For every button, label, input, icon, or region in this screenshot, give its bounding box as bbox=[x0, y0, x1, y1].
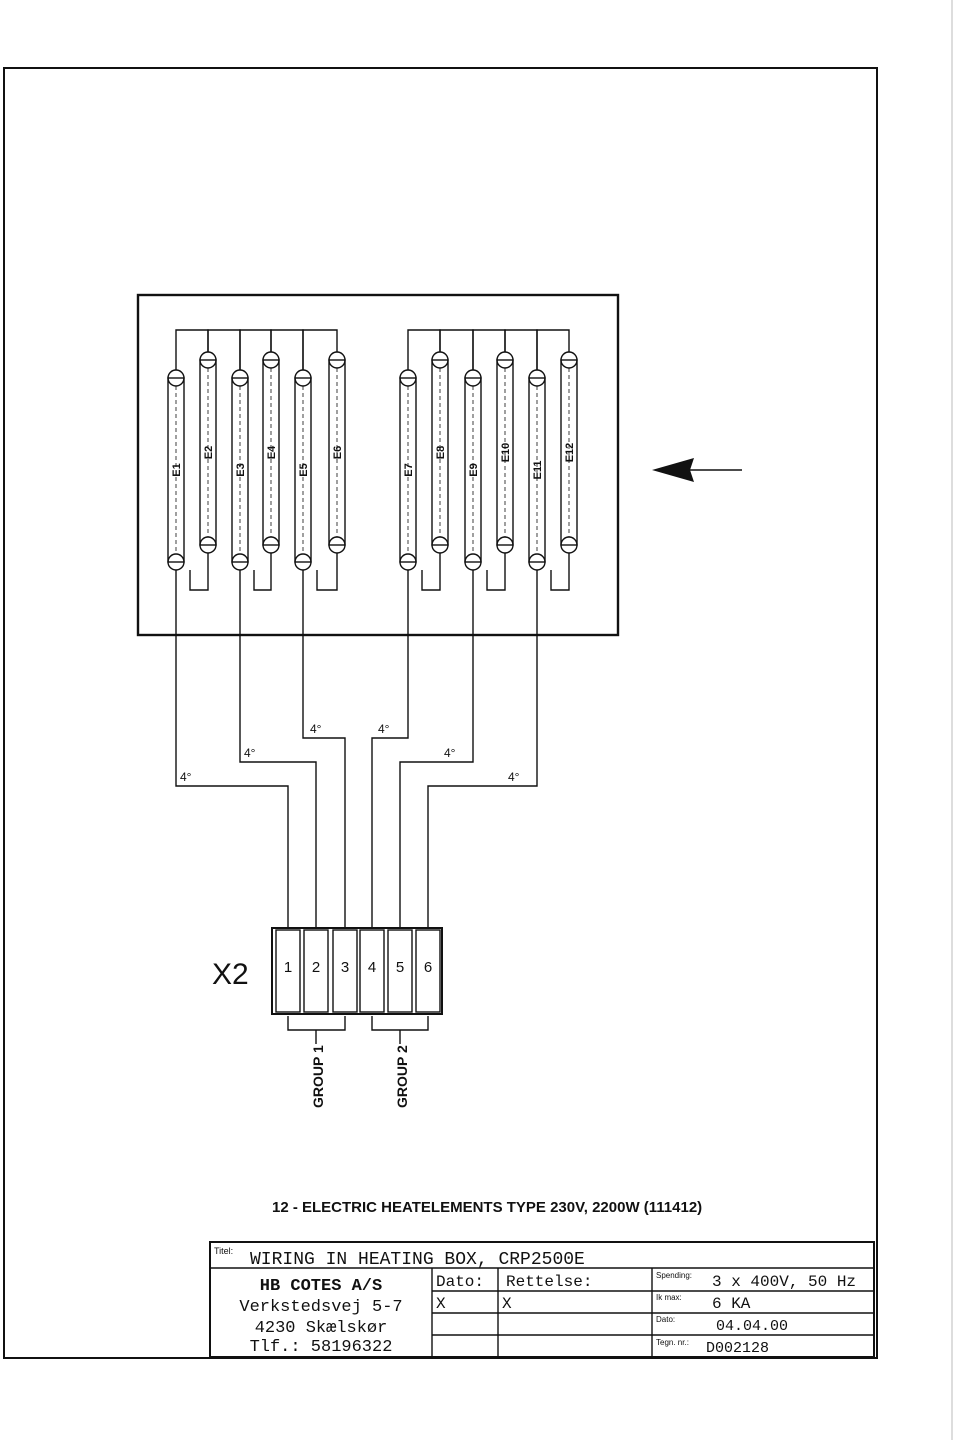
heating-box bbox=[136, 293, 620, 637]
terminal-number: 4 bbox=[368, 959, 376, 976]
bottom-link-3 bbox=[316, 553, 338, 591]
terminal-3: 3 bbox=[332, 929, 358, 1013]
cross-link-4 bbox=[504, 329, 538, 370]
ik-value: 6 KA bbox=[712, 1295, 751, 1313]
top-link-2 bbox=[239, 329, 272, 370]
wire-size-label: 4° bbox=[244, 746, 256, 760]
heating-element-label: E1 bbox=[171, 463, 183, 476]
top-link-5 bbox=[472, 329, 506, 370]
heating-element-6: E6 bbox=[328, 351, 346, 554]
cross-link-1 bbox=[207, 329, 241, 370]
feed-wire-5 bbox=[399, 570, 474, 928]
company-street: Verkstedsvej 5-7 bbox=[239, 1298, 402, 1317]
feed-wire-3 bbox=[302, 570, 346, 928]
terminal-4: 4 bbox=[359, 929, 385, 1013]
heating-element-label: E6 bbox=[332, 446, 344, 459]
spending-value: 3 x 400V, 50 Hz bbox=[712, 1273, 856, 1291]
heating-element-label: E11 bbox=[532, 461, 544, 480]
heating-element-label: E7 bbox=[403, 463, 415, 476]
bottom-link-6 bbox=[550, 553, 570, 591]
terminal-2: 2 bbox=[303, 929, 329, 1013]
heating-element-label: E3 bbox=[235, 463, 247, 476]
wire-size-label: 4° bbox=[378, 722, 390, 736]
bottom-link-1 bbox=[189, 553, 209, 591]
heating-element-label: E9 bbox=[468, 463, 480, 476]
wire-size-label: 4° bbox=[508, 770, 520, 784]
heating-element-7: E7 bbox=[399, 369, 417, 571]
terminal-number: 5 bbox=[396, 959, 404, 976]
terminal-1: 1 bbox=[275, 929, 301, 1013]
tegn-label: Tegn. nr.: bbox=[656, 1338, 689, 1347]
heating-element-12: E12 bbox=[560, 351, 578, 554]
terminal-block: 1 2 3 4 5 6 bbox=[271, 927, 443, 1015]
terminal-block-label: X2 bbox=[212, 958, 249, 991]
terminal-5: 5 bbox=[387, 929, 413, 1013]
feed-wire-1 bbox=[175, 570, 289, 928]
drawing-number: D002128 bbox=[706, 1340, 769, 1357]
heating-element-label: E12 bbox=[564, 443, 576, 463]
feed-wire-6 bbox=[427, 570, 538, 928]
company-phone: Tlf.: 58196322 bbox=[250, 1338, 393, 1357]
dato-value: X bbox=[436, 1295, 446, 1313]
date-label: Dato: bbox=[656, 1315, 675, 1324]
spending-label: Spending: bbox=[656, 1271, 692, 1280]
bottom-link-2 bbox=[253, 553, 272, 591]
airflow-arrow-icon bbox=[652, 458, 742, 482]
heating-element-10: E10 bbox=[496, 351, 514, 554]
heating-element-label: E8 bbox=[435, 446, 447, 459]
heating-element-3: E3 bbox=[231, 369, 249, 571]
feed-wire-4 bbox=[371, 570, 409, 928]
wire-size-label: 4° bbox=[444, 746, 456, 760]
company-name: HB COTES A/S bbox=[260, 1277, 382, 1296]
drawing-border bbox=[3, 67, 878, 1359]
titel-label: Titel: bbox=[214, 1246, 233, 1256]
top-link-1 bbox=[175, 329, 209, 370]
heating-element-label: E4 bbox=[266, 445, 278, 459]
wire-size-label: 4° bbox=[310, 722, 322, 736]
date-value: 04.04.00 bbox=[716, 1318, 788, 1335]
group-1-label: GROUP 1 bbox=[310, 1045, 326, 1108]
title-block bbox=[209, 1241, 875, 1358]
dato-header: Dato: bbox=[436, 1273, 484, 1291]
terminal-number: 2 bbox=[312, 959, 320, 976]
heating-element-8: E8 bbox=[431, 351, 449, 554]
drawing-caption: 12 - ELECTRIC HEATELEMENTS TYPE 230V, 22… bbox=[272, 1199, 702, 1216]
wire-size-label: 4° bbox=[180, 770, 192, 784]
heating-element-label: E10 bbox=[500, 443, 512, 463]
drawing-title: WIRING IN HEATING BOX, CRP2500E bbox=[250, 1250, 585, 1270]
group-brackets bbox=[287, 1016, 429, 1044]
heating-element-5: E5 bbox=[294, 369, 312, 571]
wiring: 4° 4° 4° 4° 4° 4° bbox=[175, 329, 570, 928]
heating-element-label: E5 bbox=[298, 463, 310, 476]
heating-element-4: E4 bbox=[262, 351, 280, 554]
company-city: 4230 Skælskør bbox=[255, 1319, 388, 1338]
top-link-6 bbox=[536, 329, 570, 370]
heating-element-1: E1 bbox=[167, 369, 185, 571]
heating-element-label: E2 bbox=[203, 446, 215, 459]
cross-link-2 bbox=[270, 329, 304, 370]
group-2-label: GROUP 2 bbox=[394, 1045, 410, 1108]
cross-link-3 bbox=[439, 329, 474, 370]
terminal-6: 6 bbox=[415, 929, 441, 1013]
heating-element-2: E2 bbox=[199, 351, 217, 554]
terminal-number: 3 bbox=[341, 959, 349, 976]
heating-element-9: E9 bbox=[464, 369, 482, 571]
top-link-3 bbox=[302, 329, 338, 370]
top-link-4 bbox=[407, 329, 441, 370]
feed-wire-2 bbox=[239, 570, 317, 928]
bottom-link-5 bbox=[486, 553, 506, 591]
terminal-number: 1 bbox=[284, 959, 292, 976]
rettelse-header: Rettelse: bbox=[506, 1273, 592, 1291]
bottom-link-4 bbox=[421, 553, 441, 591]
heating-element-11: E11 bbox=[528, 369, 546, 571]
rettelse-value: X bbox=[502, 1295, 512, 1313]
terminal-number: 6 bbox=[424, 959, 432, 976]
ik-label: Ik max: bbox=[656, 1293, 682, 1302]
